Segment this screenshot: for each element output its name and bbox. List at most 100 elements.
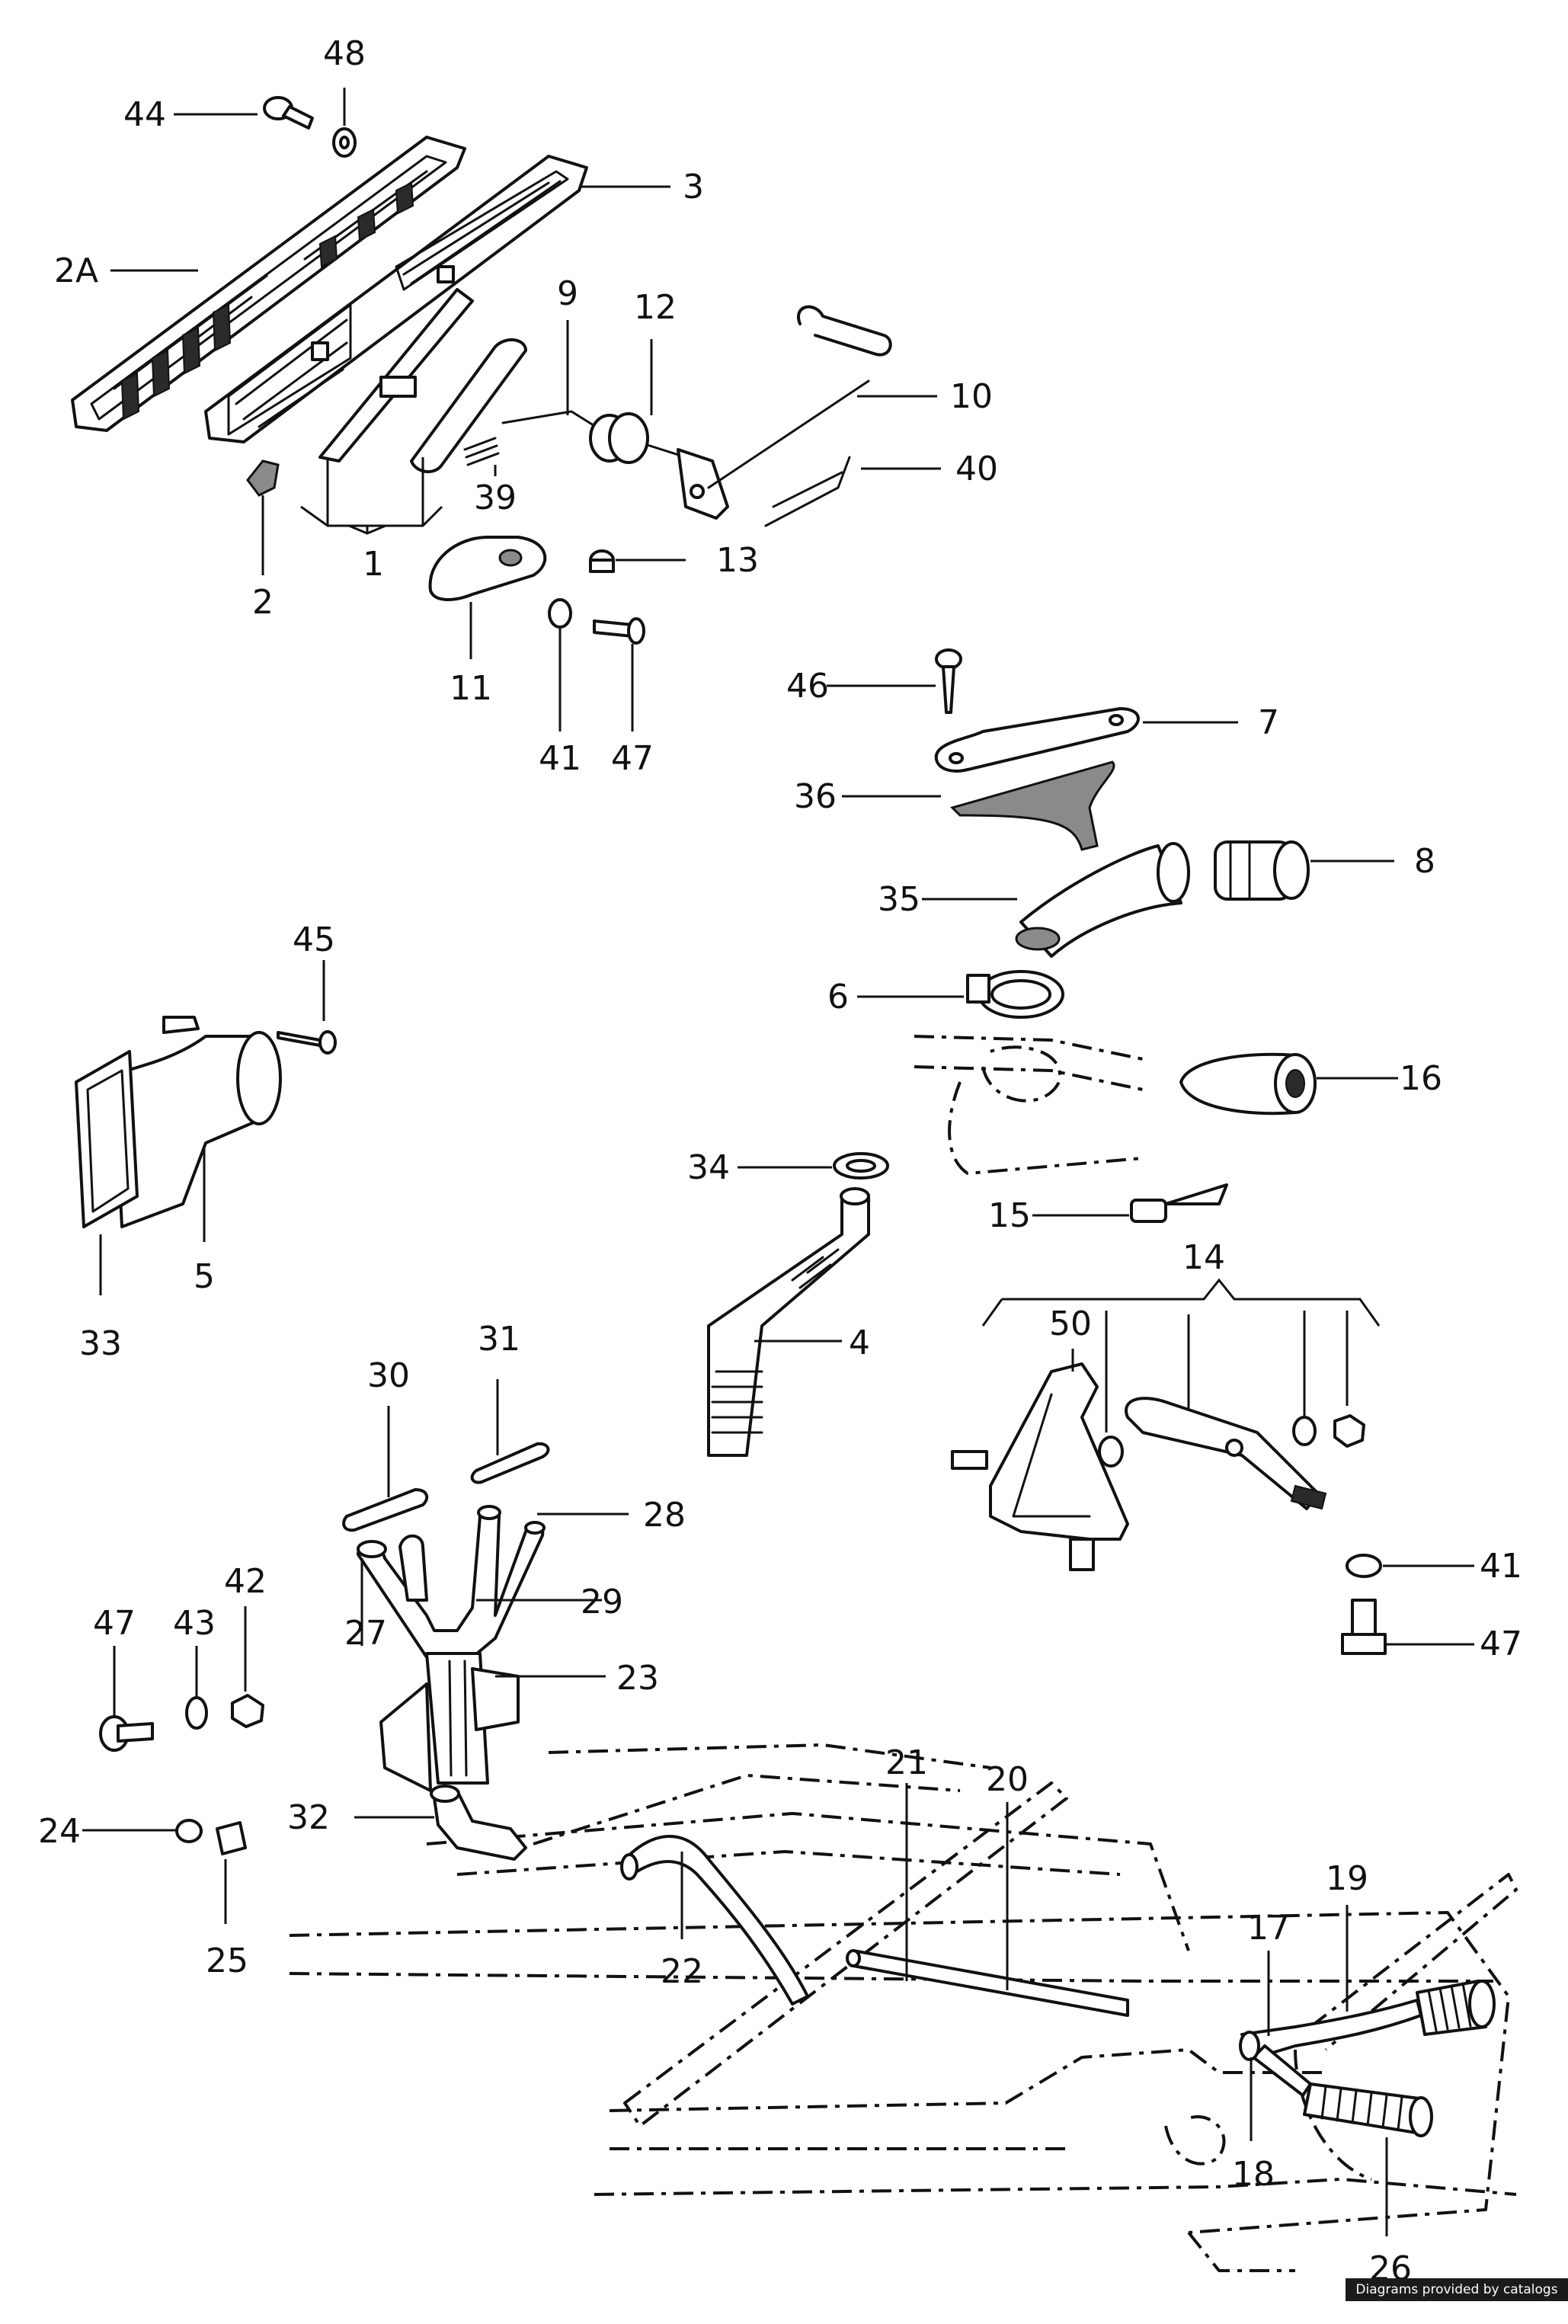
- callout-40: 40: [955, 450, 998, 488]
- callout-23: 23: [616, 1659, 659, 1698]
- elbow-32: [430, 1785, 527, 1861]
- callout-11: 11: [450, 669, 492, 708]
- spring-39: [463, 437, 500, 466]
- callout-13: 13: [716, 541, 759, 580]
- duct-5: [113, 1016, 282, 1228]
- callout-31: 31: [478, 1320, 520, 1359]
- gasket-33: [75, 1050, 139, 1228]
- washer-41-right: [1346, 1554, 1382, 1578]
- frame-1: [318, 288, 527, 473]
- callout-36: 36: [794, 777, 837, 816]
- washer-24: [175, 1819, 203, 1843]
- callout-5: 5: [194, 1257, 215, 1296]
- lever-14: [1125, 1397, 1327, 1510]
- fitting-25: [216, 1821, 247, 1855]
- callout-labels: 44 48 3 2A 9 12 10 40 39 1 2 13 11 41 47…: [38, 34, 1522, 2288]
- callout-7: 7: [1258, 703, 1279, 742]
- callout-1: 1: [363, 545, 384, 584]
- callout-22: 22: [661, 1952, 703, 1991]
- elbow-35: [1015, 842, 1190, 958]
- callout-27: 27: [344, 1614, 387, 1653]
- callout-42: 42: [224, 1562, 267, 1601]
- bolt-47-right: [1341, 1599, 1387, 1655]
- callout-4: 4: [849, 1324, 870, 1362]
- bellows-26: [1303, 2082, 1433, 2137]
- tube-20-21: [846, 1949, 1129, 2017]
- callout-30: 30: [367, 1356, 410, 1395]
- callout-35: 35: [878, 880, 920, 919]
- bracket-50: [951, 1362, 1129, 1571]
- callout-16: 16: [1400, 1059, 1442, 1098]
- hose-22: [620, 1835, 809, 2005]
- callout-10: 10: [950, 377, 993, 416]
- callout-45: 45: [293, 920, 335, 959]
- nut-14c: [1333, 1414, 1365, 1448]
- callout-14: 14: [1182, 1238, 1225, 1277]
- callout-19: 19: [1326, 1859, 1368, 1898]
- callout-32: 32: [287, 1798, 330, 1837]
- vent-grille-2a: [71, 136, 466, 432]
- pin-15: [1130, 1183, 1228, 1223]
- callout-20: 20: [986, 1760, 1029, 1799]
- callout-47-right: 47: [1480, 1625, 1522, 1663]
- callout-12: 12: [634, 288, 677, 327]
- callout-41-top: 41: [539, 739, 581, 778]
- callout-46: 46: [786, 667, 829, 706]
- washer-14b: [1292, 1416, 1317, 1446]
- nut-42: [231, 1694, 264, 1728]
- callout-24: 24: [38, 1812, 81, 1851]
- screw-44: [263, 96, 314, 130]
- leader-lines: [82, 88, 1474, 2236]
- callout-15: 15: [988, 1196, 1031, 1235]
- callout-8: 8: [1414, 842, 1435, 881]
- washer-43: [185, 1696, 208, 1730]
- callout-2A: 2A: [54, 251, 98, 290]
- callout-6: 6: [827, 978, 849, 1016]
- bolt-47-left: [99, 1715, 154, 1752]
- cover-36: [950, 760, 1115, 851]
- callout-33: 33: [79, 1324, 122, 1363]
- washer-41-top: [548, 598, 572, 629]
- callout-50: 50: [1049, 1304, 1092, 1343]
- seal-34: [833, 1152, 889, 1180]
- callout-47-top: 47: [611, 739, 654, 778]
- washer-14a: [1098, 1436, 1124, 1468]
- callout-29: 29: [581, 1583, 623, 1621]
- callout-34: 34: [687, 1148, 730, 1187]
- callout-3: 3: [683, 168, 704, 206]
- knob-8: [1214, 840, 1310, 901]
- rod-40: [764, 456, 851, 527]
- plug-13: [589, 549, 615, 573]
- cap-16: [1179, 1052, 1317, 1116]
- callout-17: 17: [1247, 1909, 1290, 1948]
- clip-2: [246, 459, 280, 497]
- callout-48: 48: [323, 34, 366, 73]
- y-pipe-28-29-27: [357, 1505, 546, 1659]
- callout-18: 18: [1232, 2155, 1275, 2194]
- screw-46: [935, 648, 962, 714]
- plate-30: [342, 1488, 429, 1532]
- screw-47-top: [593, 617, 645, 645]
- plate-7: [934, 707, 1140, 773]
- credit-footer: Diagrams provided by catalogs parts: [1346, 2278, 1568, 2320]
- callout-41-right: 41: [1480, 1547, 1522, 1586]
- bracket-11: [428, 536, 547, 601]
- hose-4: [707, 1187, 870, 1457]
- distributor-23: [379, 1652, 520, 1792]
- shaft-9-12: [501, 410, 729, 520]
- washer-48: [332, 127, 357, 158]
- callout-25: 25: [206, 1941, 248, 1980]
- rod-10: [707, 305, 892, 489]
- callout-47-left: 47: [93, 1604, 136, 1643]
- screw-45: [277, 1030, 337, 1055]
- callout-39: 39: [474, 479, 517, 517]
- vent-screen-3: [204, 155, 588, 443]
- callout-9: 9: [557, 274, 578, 313]
- callout-21: 21: [885, 1743, 928, 1782]
- callout-2: 2: [252, 583, 274, 622]
- callout-28: 28: [643, 1496, 686, 1535]
- bellows-19: [1416, 1980, 1496, 2036]
- plate-31: [470, 1442, 550, 1484]
- clamp-6: [966, 970, 1064, 1019]
